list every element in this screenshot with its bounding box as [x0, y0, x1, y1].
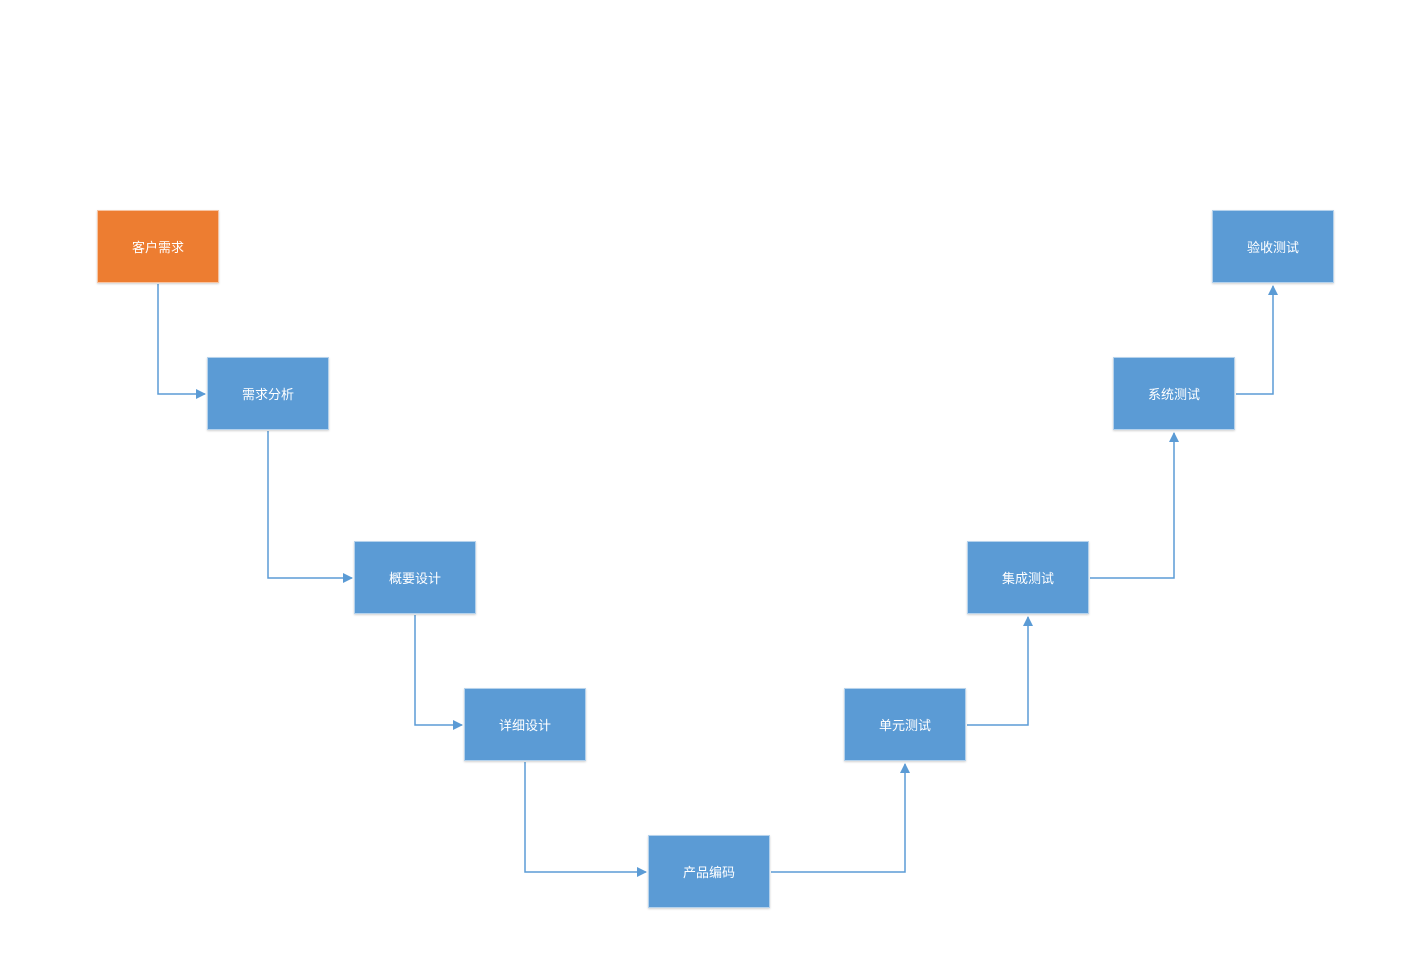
connector-coding-to-unit — [771, 763, 910, 873]
node-integration-testing[interactable]: 集成测试 — [967, 541, 1089, 614]
connector-system-to-acceptance — [1236, 285, 1278, 395]
node-label: 单元测试 — [878, 719, 931, 734]
node-label: 系统测试 — [1147, 388, 1200, 403]
node-label: 概要设计 — [388, 572, 441, 587]
connector-overview-to-detail — [414, 615, 463, 730]
node-system-testing[interactable]: 系统测试 — [1113, 357, 1235, 430]
node-label: 验收测试 — [1246, 241, 1299, 256]
node-detailed-design[interactable]: 详细设计 — [464, 688, 586, 761]
node-label: 产品编码 — [682, 866, 735, 881]
connector-customer-to-analysis — [157, 284, 206, 399]
connector-integration-to-system — [1090, 432, 1179, 579]
node-unit-testing[interactable]: 单元测试 — [844, 688, 966, 761]
node-label: 客户需求 — [131, 241, 184, 256]
node-label: 需求分析 — [241, 388, 294, 403]
node-label: 集成测试 — [1001, 572, 1054, 587]
node-requirements-analysis[interactable]: 需求分析 — [207, 357, 329, 430]
node-acceptance-testing[interactable]: 验收测试 — [1212, 210, 1334, 283]
node-customer-requirements[interactable]: 客户需求 — [97, 210, 219, 283]
node-product-coding[interactable]: 产品编码 — [648, 835, 770, 908]
connector-analysis-to-overview — [267, 431, 353, 583]
connector-detail-to-coding — [524, 762, 647, 877]
connector-unit-to-integration — [967, 616, 1033, 726]
node-high-level-design[interactable]: 概要设计 — [354, 541, 476, 614]
node-label: 详细设计 — [498, 719, 551, 734]
